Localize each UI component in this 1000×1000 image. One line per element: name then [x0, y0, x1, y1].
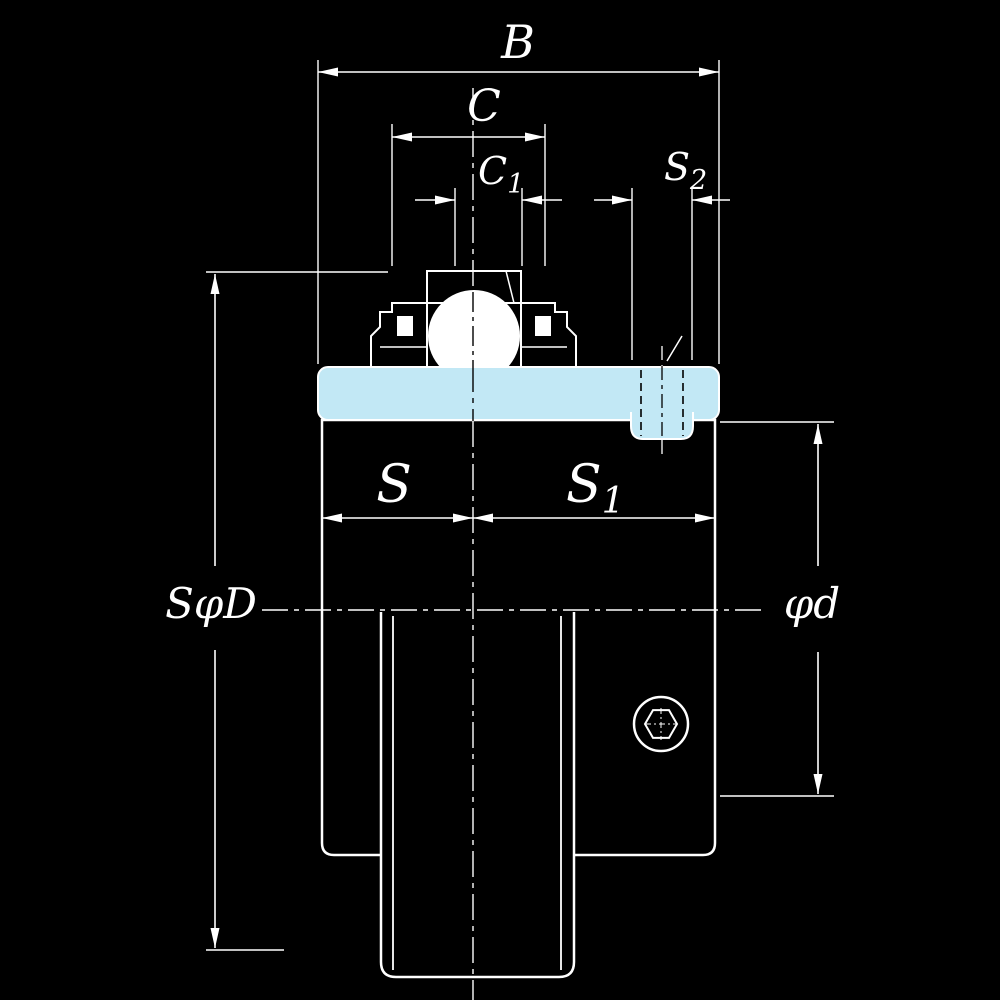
- label-phid: φd: [784, 579, 840, 628]
- outer-ring-highlight-band: [317, 335, 720, 456]
- arrowhead-left-icon: [322, 513, 342, 523]
- arrowhead-up-icon: [813, 424, 823, 444]
- inner-ring-sleeve: [379, 612, 576, 979]
- label-s2-sub: 2: [689, 165, 707, 196]
- bearing-top-section: [370, 270, 577, 382]
- inner-ring-slit-line: [505, 270, 515, 304]
- arrowhead-right-icon: [692, 195, 712, 205]
- label-c1-sub: 1: [507, 169, 524, 200]
- arrowhead-right-icon: [695, 513, 715, 523]
- label-c1: C1: [478, 149, 524, 200]
- arrowhead-down-icon: [210, 928, 220, 948]
- arrowhead-up-icon: [210, 274, 220, 294]
- arrowhead-left-icon: [473, 513, 493, 523]
- dimension-s2: S2: [594, 145, 730, 360]
- label-s2-main: S: [664, 145, 690, 189]
- sleeve-outline: [379, 612, 576, 979]
- label-c1-main: C: [478, 149, 507, 193]
- label-s1: S1: [566, 455, 625, 522]
- dimension-phid: φd: [720, 421, 840, 797]
- label-s2: S2: [664, 145, 707, 196]
- arrowhead-left-icon: [392, 132, 412, 142]
- dimension-c: C: [391, 81, 546, 266]
- highlight-band: [317, 366, 720, 421]
- seal-section-left: [397, 316, 413, 336]
- arrowhead-left-icon: [435, 195, 455, 205]
- dimension-c1: C1: [415, 149, 562, 266]
- label-s: S: [376, 455, 412, 515]
- label-s1-sub: 1: [602, 481, 625, 522]
- set-screw-chamfer-line: [666, 335, 683, 362]
- label-c: C: [467, 81, 501, 132]
- dimension-s: S: [322, 455, 473, 523]
- dimension-sphid: SφD: [165, 271, 388, 951]
- seal-section-right: [535, 316, 551, 336]
- label-s1-main: S: [566, 455, 602, 515]
- arrowhead-right-icon: [522, 195, 542, 205]
- arrowhead-right-icon: [699, 67, 719, 77]
- dimension-s1: S1: [473, 455, 715, 523]
- arrowhead-down-icon: [813, 774, 823, 794]
- arrowhead-right-icon: [525, 132, 545, 142]
- set-screw-front: [632, 695, 690, 753]
- arrowhead-right-icon: [453, 513, 473, 523]
- label-sphid: SφD: [165, 579, 257, 628]
- label-b: B: [500, 15, 535, 69]
- dimension-b: B: [317, 15, 720, 364]
- arrowhead-left-icon: [612, 195, 632, 205]
- arrowhead-left-icon: [318, 67, 338, 77]
- ball: [428, 290, 520, 382]
